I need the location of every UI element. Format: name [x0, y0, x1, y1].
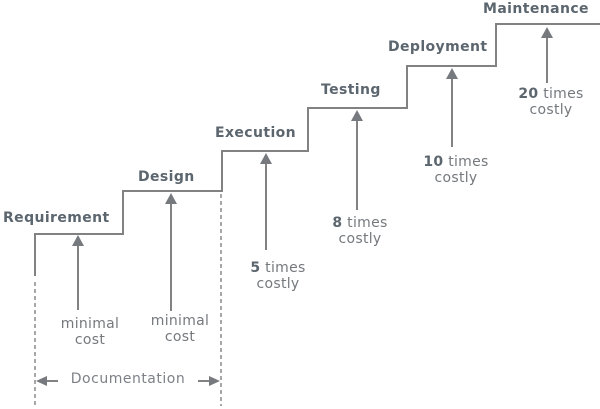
cost-text: minimal	[150, 313, 210, 329]
cost-line1: 5 times	[236, 260, 320, 276]
doc-right-arrow-icon	[198, 376, 220, 386]
cost-label-requirement: minimal cost	[48, 316, 132, 348]
cost-label-execution: 5 times costly	[236, 260, 320, 292]
up-arrow-maintenance	[541, 27, 553, 83]
cost-text: times	[443, 154, 489, 170]
cost-label-testing: 8 times costly	[318, 215, 402, 247]
cost-line2: costly	[256, 276, 300, 292]
stage-label-design: Design	[138, 169, 195, 185]
up-arrow-testing	[351, 110, 363, 210]
up-arrow-icon	[541, 27, 553, 38]
cost-text: minimal	[60, 316, 120, 332]
up-arrow-icon	[165, 193, 177, 204]
cost-line2: costly	[434, 170, 478, 186]
up-arrow-deployment	[446, 68, 458, 147]
up-arrow-requirement	[72, 235, 84, 310]
cost-text: times	[260, 260, 306, 276]
stage-label-execution: Execution	[215, 125, 297, 141]
cost-label-maintenance: 20 times costly	[509, 86, 593, 118]
staircase-line	[34, 23, 600, 276]
cost-multiplier: 8	[332, 215, 343, 231]
cost-line2: cost	[74, 332, 106, 348]
cost-text: times	[538, 86, 584, 102]
cost-multiplier: 10	[423, 154, 444, 170]
cost-multiplier: 20	[518, 86, 539, 102]
cost-line1: 8 times	[318, 215, 402, 231]
up-arrow-icon	[72, 235, 84, 246]
up-arrow-design	[165, 193, 177, 311]
up-arrow-icon	[260, 153, 272, 164]
up-arrow-icon	[351, 110, 363, 121]
cost-line2: costly	[529, 102, 573, 118]
cost-line2: costly	[338, 231, 382, 247]
stage-label-deployment: Deployment	[388, 39, 488, 55]
documentation-label: Documentation	[70, 371, 186, 387]
cost-line1: 20 times	[509, 86, 593, 102]
cost-line2: cost	[164, 329, 196, 345]
cost-line1: 10 times	[414, 154, 498, 170]
up-arrow-icon	[446, 68, 458, 79]
cost-label-deployment: 10 times costly	[414, 154, 498, 186]
stage-label-requirement: Requirement	[3, 210, 110, 226]
cost-label-design: minimal cost	[138, 313, 222, 345]
stage-label-maintenance: Maintenance	[483, 1, 589, 17]
up-arrow-execution	[260, 153, 272, 250]
cost-line1: minimal	[48, 316, 132, 332]
cost-text: times	[342, 215, 388, 231]
doc-left-arrow-icon	[36, 376, 58, 386]
stage-label-testing: Testing	[321, 82, 381, 98]
cost-multiplier: 5	[250, 260, 261, 276]
cost-line1: minimal	[138, 313, 222, 329]
